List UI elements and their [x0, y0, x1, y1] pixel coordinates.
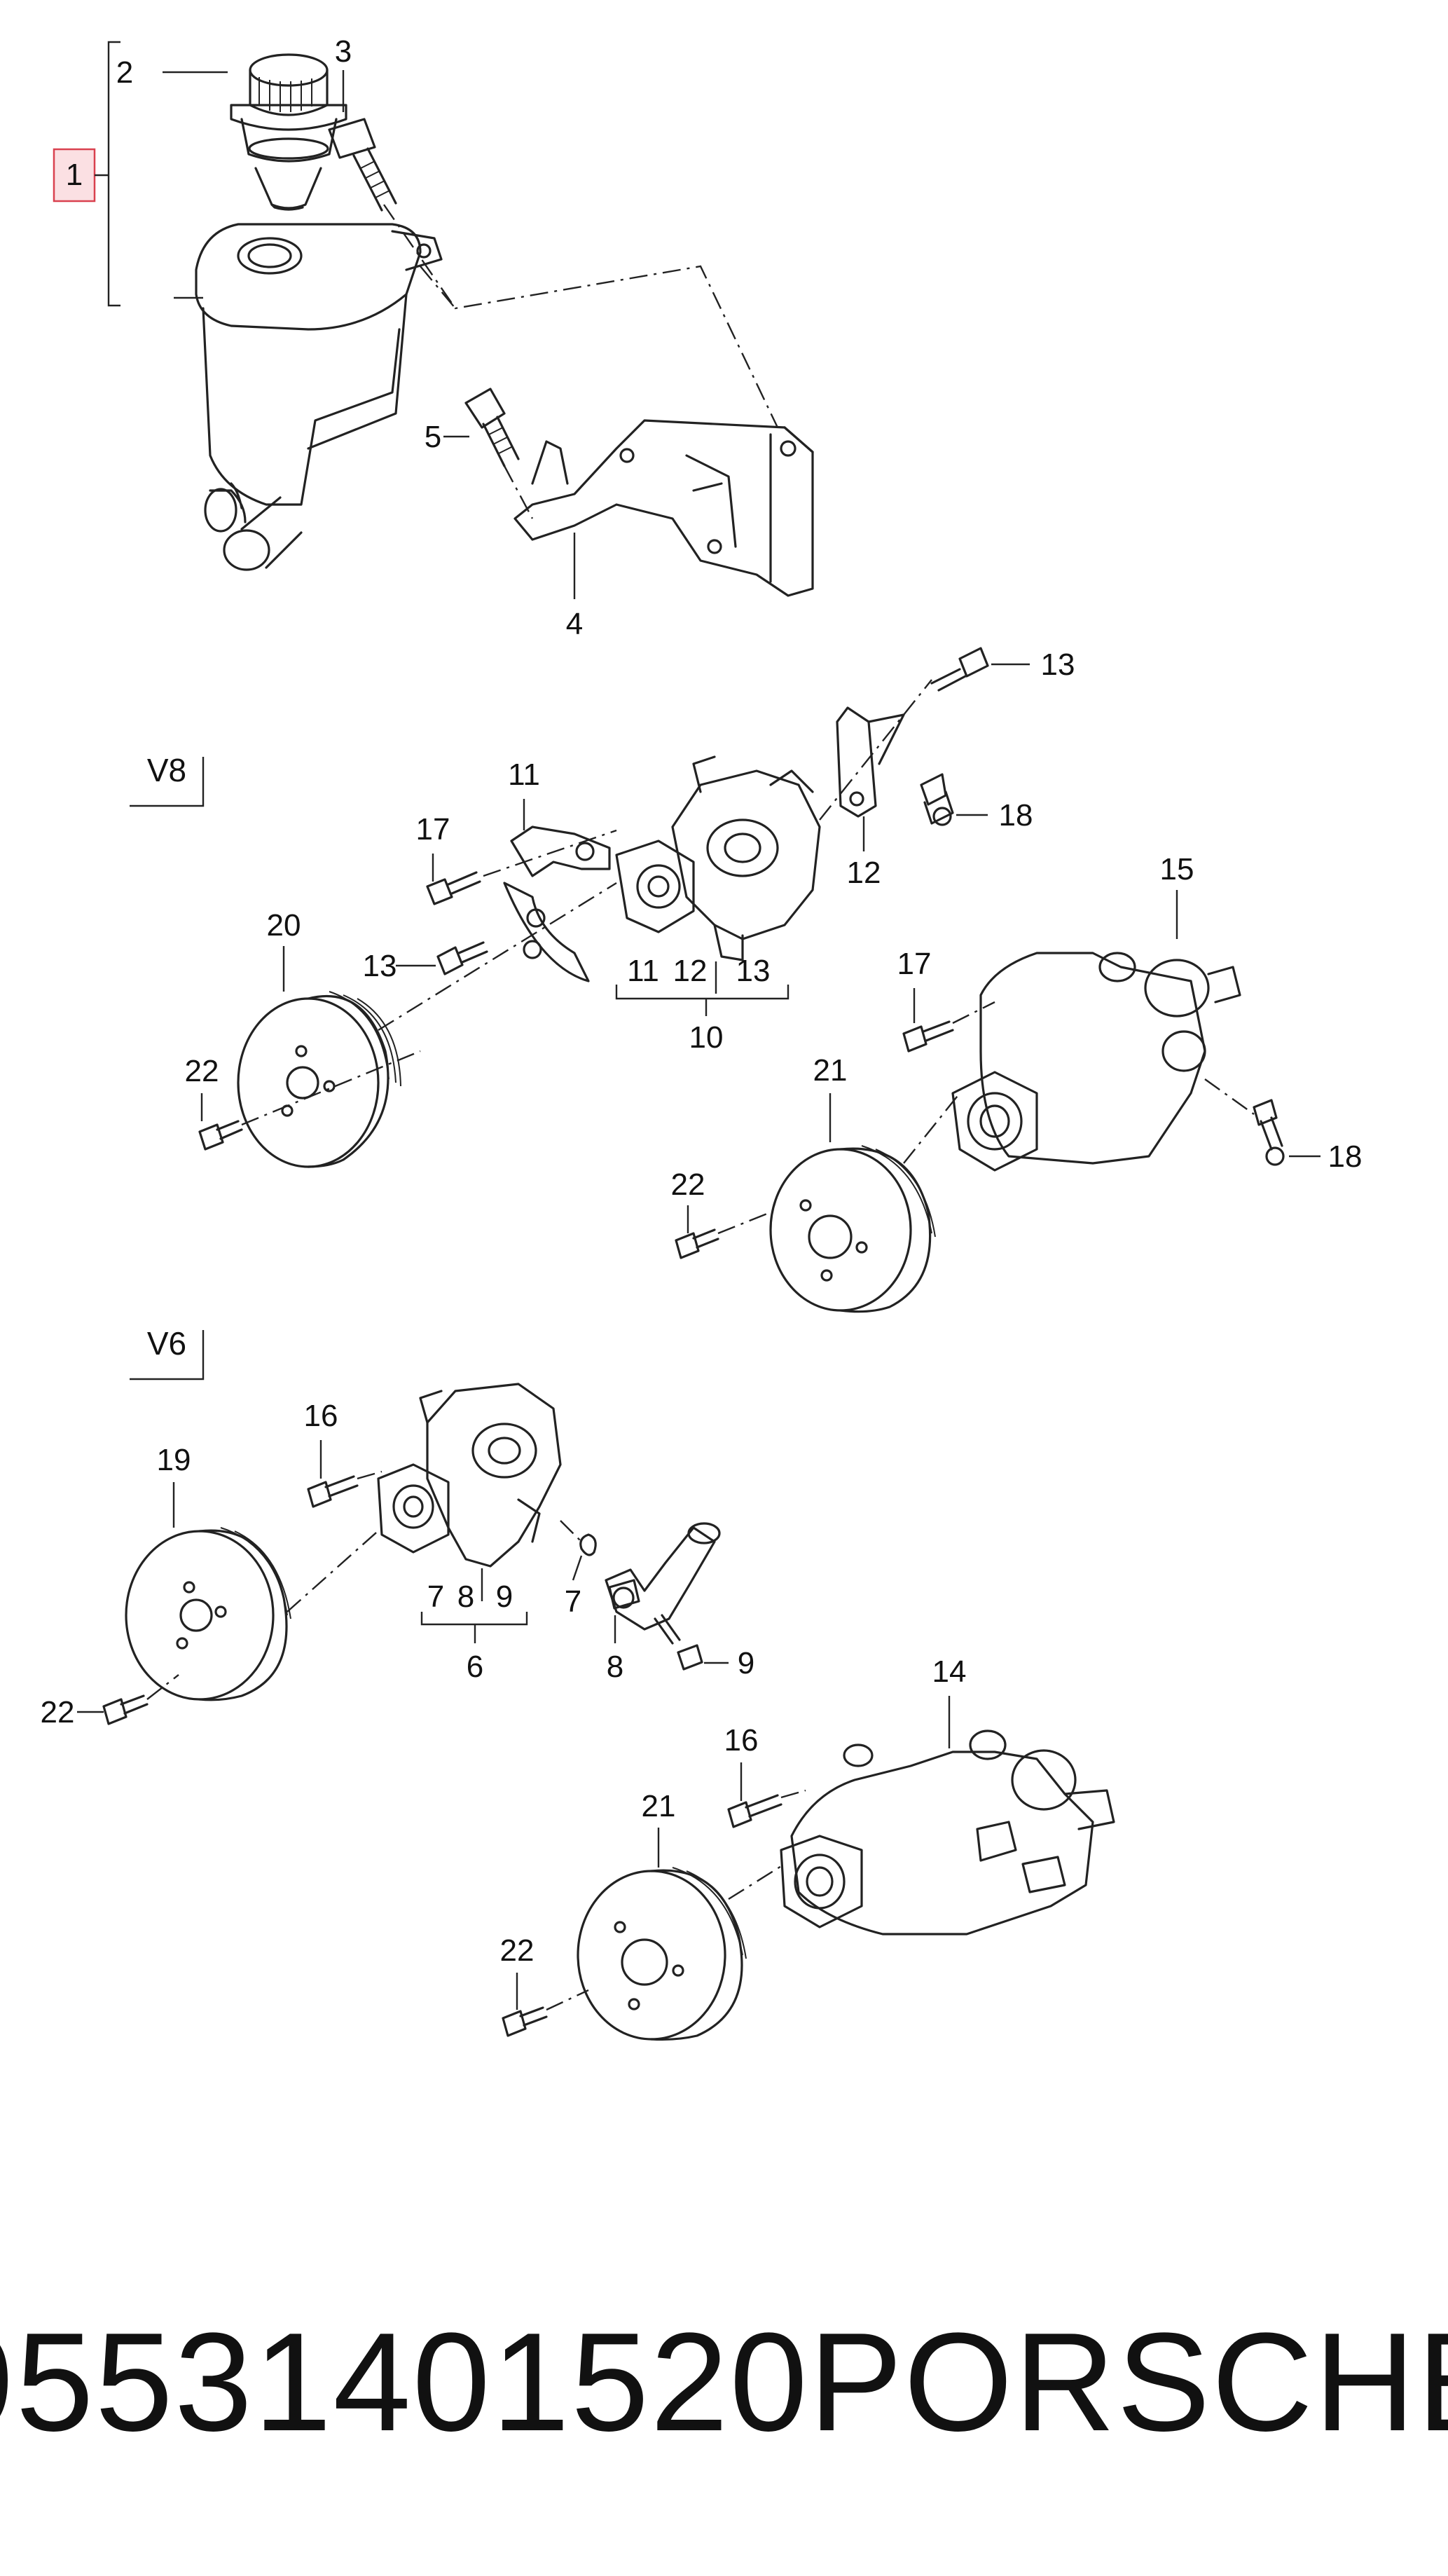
callout-22-v8-left[interactable]: 22 [185, 1054, 219, 1088]
v8-bolt-18-top[interactable] [920, 773, 954, 826]
bracket-bolt[interactable] [464, 388, 520, 467]
v8-power-steering-pump[interactable] [615, 755, 821, 961]
assembly-bracket-1 [107, 41, 120, 307]
callout-3[interactable]: 3 [335, 34, 352, 69]
callout-6[interactable]: 6 [467, 1650, 483, 1684]
v6-bolt-22-right[interactable] [502, 2006, 548, 2037]
v8-bracket-12[interactable] [836, 706, 905, 818]
callout-22-v8-right[interactable]: 22 [671, 1167, 705, 1202]
v8-bolt-17-right[interactable] [902, 1020, 954, 1053]
callout-10-sub-12[interactable]: 12 [673, 954, 708, 988]
callout-13-top[interactable]: 13 [1041, 648, 1075, 682]
v8-pulley-21[interactable] [769, 1145, 936, 1313]
callout-2[interactable]: 2 [116, 55, 133, 90]
reservoir-bolt[interactable] [328, 118, 397, 212]
v8-bolt-13-top[interactable] [930, 647, 989, 692]
v8-pulley-20[interactable] [237, 991, 401, 1168]
callout-21-v8[interactable]: 21 [813, 1053, 848, 1088]
callout-18-right[interactable]: 18 [1328, 1139, 1363, 1174]
v6-pulley-21[interactable] [577, 1867, 747, 2041]
callout-16-v6-right[interactable]: 16 [724, 1723, 759, 1758]
v6-pulley-19[interactable] [125, 1527, 291, 1701]
callout-17-top[interactable]: 17 [416, 812, 450, 847]
callout-7[interactable]: 7 [565, 1584, 581, 1619]
v8-pump-assembly-15[interactable] [951, 952, 1241, 1172]
v6-power-steering-pump[interactable] [377, 1383, 562, 1568]
v6-seal-ring-7[interactable] [579, 1533, 597, 1556]
callout-22-v6-left[interactable]: 22 [41, 1695, 75, 1729]
callout-10-sub-11[interactable]: 11 [627, 954, 659, 988]
reservoir-tank[interactable] [195, 223, 443, 571]
v6-bolt-16-right[interactable] [727, 1794, 782, 1828]
callout-17-right[interactable]: 17 [897, 947, 932, 981]
v6-section: V6 7 8 9 6 16 [41, 1325, 1115, 2041]
callout-6-sub-8[interactable]: 8 [457, 1580, 474, 1614]
callout-11[interactable]: 11 [508, 758, 540, 792]
callout-4[interactable]: 4 [566, 607, 583, 641]
v6-label[interactable]: V6 [147, 1325, 186, 1362]
v6-bolt-9[interactable] [654, 1614, 703, 1671]
v8-label[interactable]: V8 [147, 752, 186, 788]
callout-10[interactable]: 10 [689, 1020, 724, 1055]
part-number: 95531401520 [0, 2304, 809, 2460]
v6-pipe-connection-8[interactable] [605, 1522, 721, 1631]
reservoir-cap[interactable] [230, 53, 347, 211]
v8-bolt-17-top[interactable] [426, 871, 481, 905]
callout-13-left[interactable]: 13 [363, 949, 397, 983]
callout-9[interactable]: 9 [738, 1646, 754, 1680]
v8-bolt-13-left[interactable] [436, 941, 488, 975]
callout-19[interactable]: 19 [157, 1443, 191, 1477]
bracket-group: 4 5 [425, 388, 814, 641]
brand-name: PORSCHE [808, 2304, 1448, 2460]
v6-bolt-22-left[interactable] [102, 1694, 149, 1725]
mounting-bracket[interactable] [513, 419, 814, 597]
callout-10-sub-13[interactable]: 13 [736, 954, 771, 988]
reservoir-group: 1 2 3 [53, 34, 779, 571]
callout-20[interactable]: 20 [267, 908, 301, 943]
v8-section: V8 13 12 18 [130, 647, 1363, 1313]
callout-6-sub-9[interactable]: 9 [496, 1580, 513, 1614]
v8-bracket-11[interactable] [503, 825, 611, 982]
callout-8[interactable]: 8 [607, 1650, 623, 1684]
v8-bolt-22-right[interactable] [675, 1228, 719, 1259]
callout-6-sub-7[interactable]: 7 [427, 1580, 444, 1614]
v6-bolt-16-top[interactable] [307, 1475, 359, 1508]
v6-pump-assembly-14[interactable] [780, 1729, 1115, 1936]
v8-bolt-18-right[interactable] [1253, 1099, 1285, 1166]
callout-15[interactable]: 15 [1160, 852, 1194, 886]
callout-5[interactable]: 5 [425, 420, 441, 454]
callout-18-top[interactable]: 18 [999, 798, 1033, 833]
callout-22-v6-right[interactable]: 22 [500, 1933, 535, 1968]
callout-1[interactable]: 1 [66, 158, 83, 192]
callout-12[interactable]: 12 [847, 856, 881, 890]
callout-21-v6[interactable]: 21 [642, 1789, 676, 1823]
callout-16-v6-top[interactable]: 16 [304, 1399, 338, 1433]
callout-14[interactable]: 14 [932, 1654, 967, 1689]
v8-bolt-22-left[interactable] [198, 1120, 243, 1151]
